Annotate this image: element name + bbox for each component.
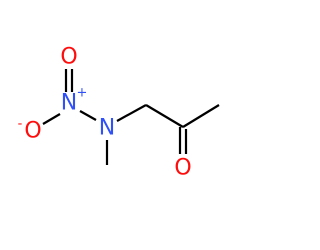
atom-label-group: O N + O - N O <box>18 45 192 181</box>
atom-nitro-nitrogen: N <box>61 91 77 116</box>
bond-ch2-carbonyl <box>145 104 184 128</box>
bond-group <box>42 69 220 165</box>
charge-plus-nitro-nitrogen: + <box>77 86 88 101</box>
bond-n-ch2 <box>116 104 147 122</box>
molecule-structure: O N + O - N O <box>18 45 220 181</box>
atom-carbonyl-oxygen: O <box>174 156 191 181</box>
atom-nitro-oxygen-left: O <box>24 119 41 144</box>
bond-n-n <box>79 110 97 121</box>
charge-minus-nitro-oxygen: - <box>18 117 23 132</box>
bond-nitro-n-o-single <box>42 113 61 125</box>
bond-carbonyl-methyl <box>182 104 220 128</box>
atom-amine-nitrogen: N <box>99 116 115 141</box>
atom-nitro-oxygen-top: O <box>60 45 77 70</box>
